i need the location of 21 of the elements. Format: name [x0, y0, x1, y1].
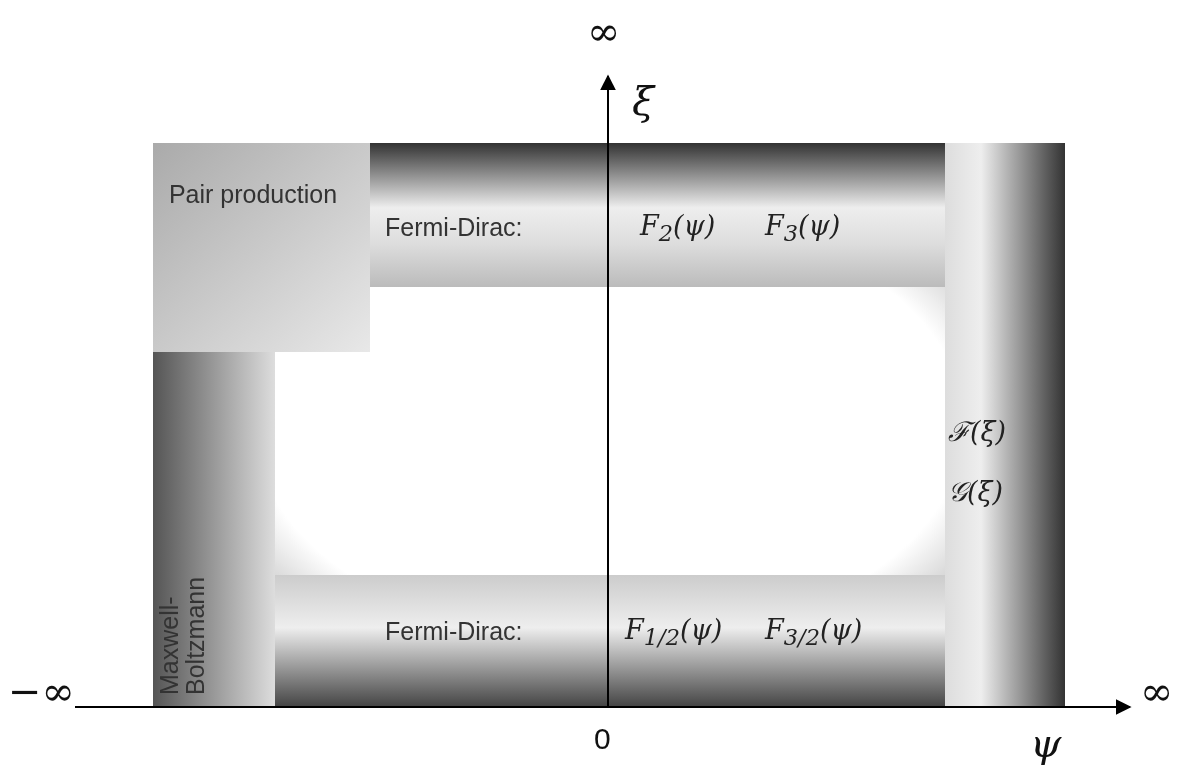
- region-label: Fermi-Dirac:: [385, 617, 523, 646]
- infinity-symbol: −∞: [8, 668, 75, 714]
- region-label: Fermi-Dirac:: [385, 213, 523, 242]
- formula: F$_{2}$(ψ): [640, 210, 716, 247]
- axis-label: ξ: [632, 78, 655, 124]
- axis-label: ψ: [1030, 720, 1062, 766]
- infinity-symbol: ∞: [1140, 668, 1174, 714]
- region-label: Maxwell-Boltzmann: [156, 575, 208, 695]
- shaded-region: [945, 143, 1065, 707]
- formula: F$_{3/2}$(ψ): [765, 614, 863, 651]
- region-label: Pair production: [168, 180, 338, 209]
- shaded-region: [153, 352, 275, 707]
- formula: ℱ(ξ): [948, 415, 1006, 449]
- shaded-region: [275, 575, 945, 707]
- shaded-region: [370, 143, 945, 287]
- shaded-region: [153, 143, 370, 352]
- formula: F$_{1/2}$(ψ): [625, 614, 723, 651]
- formula: F$_{3}$(ψ): [765, 210, 841, 247]
- origin-label: 0: [594, 722, 611, 756]
- formula: 𝒢(ξ): [948, 476, 1003, 508]
- infinity-symbol: ∞: [587, 8, 621, 54]
